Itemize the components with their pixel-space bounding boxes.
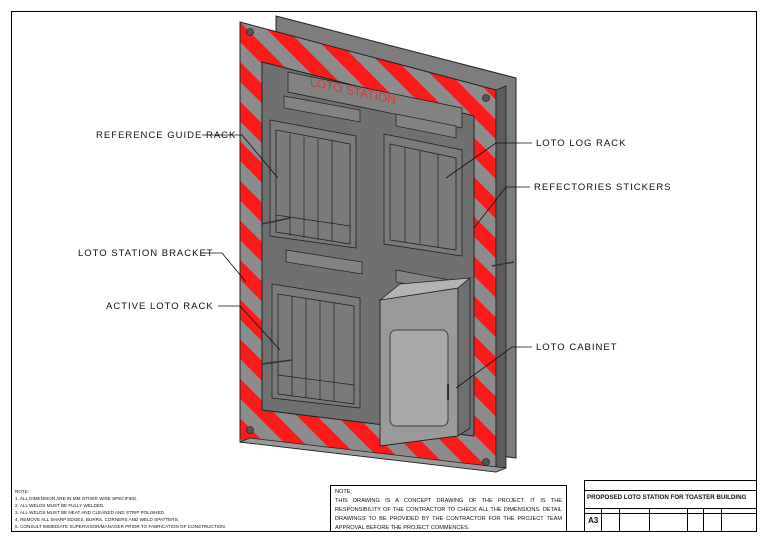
callout-loto-station-bracket: LOTO STATION BRACKET (78, 248, 214, 259)
top-sign-plate (287, 71, 463, 129)
bracket-rod (261, 217, 291, 225)
frame-bottom-edge (239, 437, 507, 473)
title-block-row (585, 508, 756, 514)
callout-refectories-stickers: REFECTORIES STICKERS (534, 182, 672, 193)
leader-lines (200, 134, 532, 389)
loto-log-rack (383, 133, 463, 257)
bolt-icon (482, 458, 490, 466)
callout-loto-log-rack: LOTO LOG RACK (536, 138, 627, 149)
reference-sign-plate (283, 95, 361, 123)
loto-cabinet (378, 277, 472, 447)
callout-loto-cabinet: LOTO CABINET (536, 342, 618, 353)
sheet-size: A3 (588, 516, 599, 525)
concept-note-heading: NOTE: (335, 489, 353, 495)
general-note-item: 1. ALL DIMENSION ARE IN MM OTHER WISE SP… (15, 496, 138, 501)
active-sign-plate (285, 249, 363, 275)
general-note-item: 4. REMOVE ALL SHARP EDGES, BURRS, CORNER… (15, 517, 179, 522)
general-note-item: 2. ALL WELDS MUST BE FULLY WELDED. (15, 503, 105, 508)
title-block-cell (619, 508, 620, 532)
log-sign-plate (395, 113, 457, 139)
bolt-icon (246, 426, 254, 434)
bracket-rod (261, 359, 293, 365)
callout-active-loto-rack: ACTIVE LOTO RACK (106, 301, 214, 312)
bracket-rod (491, 261, 515, 267)
general-notes: NOTE: 1. ALL DIMENSION ARE IN MM OTHER W… (15, 488, 315, 530)
bolt-icon (482, 94, 490, 102)
general-note-item: 5. CONSULT IMMEDIATE SUPERVISOR/MANAGER … (15, 524, 226, 529)
general-note-item: 3. ALL WELDS MUST BE NEAT AND CLEANED AN… (15, 510, 166, 515)
title-block-cell (601, 508, 602, 532)
title-block-cell (721, 508, 722, 532)
title-block-cell (687, 508, 688, 532)
title-block: PROPOSED LOTO STATION FOR TOASTER BUILDI… (584, 480, 757, 532)
title-block-row (585, 490, 756, 509)
general-notes-heading: NOTE: (15, 489, 30, 494)
concept-note-text: THIS DRAWING IS A CONCEPT DRAWING OF THE… (335, 498, 562, 531)
title-block-cell (649, 508, 650, 532)
title-block-cell (703, 508, 704, 532)
bolt-icon (246, 28, 254, 36)
concept-note-box: NOTE: THIS DRAWING IS A CONCEPT DRAWING … (330, 485, 567, 532)
title-block-row (585, 481, 756, 491)
drawing-title: PROPOSED LOTO STATION FOR TOASTER BUILDI… (587, 494, 747, 501)
callout-reference-guide-rack: REFERENCE GUIDE RACK (96, 130, 237, 141)
reference-guide-rack (269, 119, 357, 249)
active-loto-rack (271, 283, 361, 409)
frame-edge (495, 85, 507, 473)
